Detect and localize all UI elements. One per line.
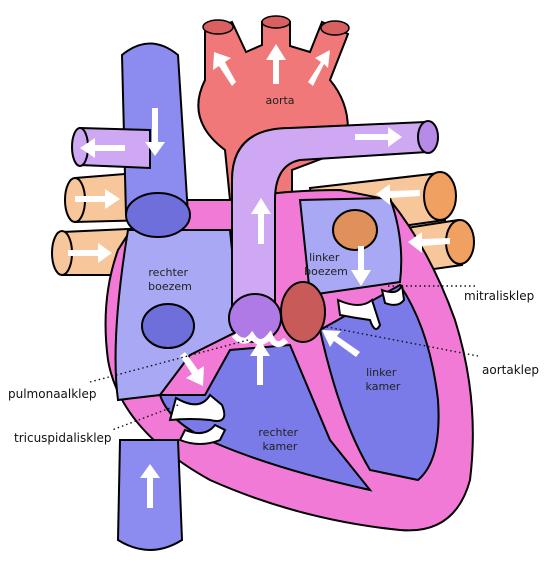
mitral-valve: [336, 298, 382, 330]
arrow-la-down: [351, 246, 371, 286]
arrow-ivc-up: [140, 464, 160, 508]
tricuspid-valve: [168, 393, 226, 422]
label-right-atrium: rechter boezem: [148, 266, 192, 293]
arrow-pa-up: [251, 198, 271, 244]
arrow-ra-to-rv: [180, 352, 204, 386]
pulmonary-vein-opening: [332, 209, 378, 251]
tricuspid-valve-lower: [178, 423, 227, 445]
label-left-atrium-line1: linker: [309, 251, 340, 264]
leader-pulmonary: [89, 339, 249, 383]
flow-arrows: [68, 44, 450, 508]
arrow-pv-left-upper: [75, 189, 120, 209]
label-right-ventricle: rechter kamer: [258, 426, 301, 453]
label-right-atrium-line1: rechter: [148, 266, 188, 279]
leader-lines: [89, 285, 479, 431]
label-aortic-valve: aortaklep: [482, 363, 539, 377]
arrow-aorta-mid: [266, 44, 286, 84]
arrow-pv-right-upper: [376, 184, 420, 205]
label-left-ventricle-line2: kamer: [366, 380, 401, 393]
label-left-atrium: linker boezem: [304, 251, 348, 278]
label-left-ventricle-line1: linker: [366, 366, 397, 379]
label-left-atrium-line2: boezem: [304, 265, 348, 278]
coronary-sinus-opening: [141, 303, 195, 349]
label-right-atrium-line2: boezem: [148, 280, 192, 293]
mitral-valve-2: [380, 284, 406, 306]
arrow-lv-up: [322, 330, 360, 357]
label-aorta: aorta: [265, 94, 294, 107]
arrow-pv-right-lower: [408, 232, 450, 253]
arrow-pa-left: [80, 138, 125, 158]
label-tricuspid-valve: tricuspidalisklep: [14, 431, 112, 445]
label-right-ventricle-line1: rechter: [258, 426, 298, 439]
arrow-aorta-up: [204, 156, 224, 198]
arrow-aorta-left: [213, 52, 236, 86]
arrow-svc-down: [145, 108, 165, 156]
label-left-ventricle: linker kamer: [366, 366, 401, 393]
label-right-ventricle-line2: kamer: [263, 440, 298, 453]
aortic-valve-root: [280, 281, 326, 343]
left-ventricle-chamber: [318, 283, 440, 482]
arrow-pa-right: [355, 127, 402, 147]
arrow-pv-left-lower: [68, 243, 112, 263]
arrow-rv-up: [250, 340, 270, 385]
leader-tricuspid: [111, 404, 179, 431]
label-pulmonary-valve: pulmonaalklep: [8, 387, 97, 401]
arrow-aorta-right: [308, 50, 330, 86]
label-mitral-valve: mitralisklep: [464, 289, 534, 303]
